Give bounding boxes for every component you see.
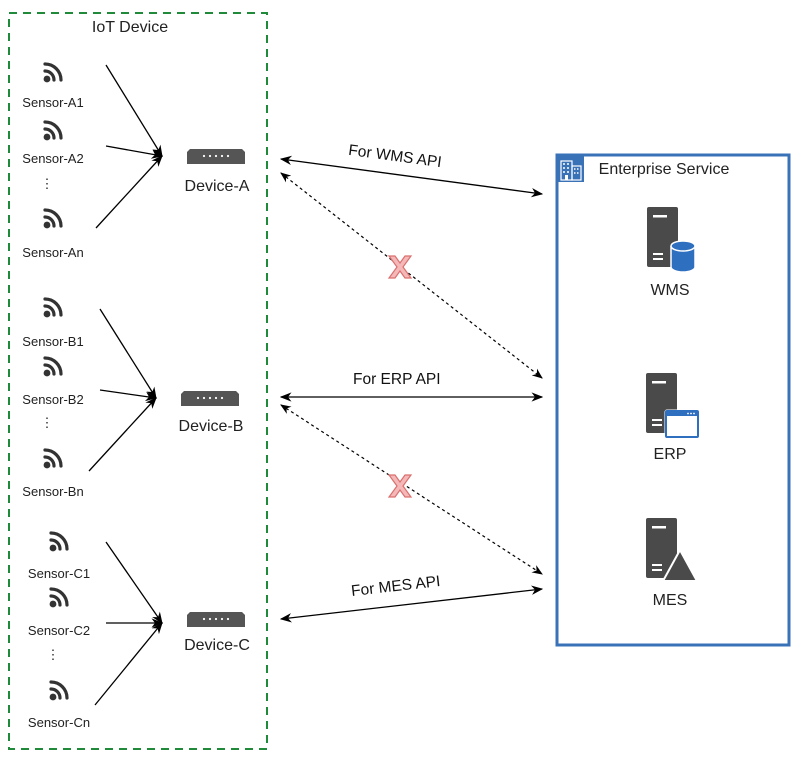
- sensor-to-device-arrow: [95, 155, 163, 229]
- sensor-wifi-icon: [43, 62, 63, 83]
- ellipsis: ⋮: [40, 176, 54, 191]
- iot-group-title: IoT Device: [91, 19, 169, 36]
- sensor-to-device-arrow: [105, 145, 164, 159]
- server-database-icon: [647, 207, 696, 273]
- sensor-label: Sensor-C1: [27, 566, 91, 581]
- enterprise-title: Enterprise Service: [598, 161, 730, 178]
- device-label-b: Device-B: [178, 418, 244, 435]
- sensor-to-device-arrow: [99, 308, 157, 399]
- sensor-to-device-arrow: [94, 622, 163, 706]
- mes-api-connection: [279, 585, 544, 623]
- sensor-label: Sensor-A1: [22, 95, 84, 110]
- ellipsis: ⋮: [46, 647, 60, 662]
- blocked-connection-a-erp: [280, 172, 543, 379]
- sensor-wifi-icon: [49, 680, 69, 701]
- sensor-wifi-icon: [43, 120, 63, 141]
- sensor-wifi-icon: [43, 208, 63, 229]
- erp-api-label: For ERP API: [353, 371, 441, 388]
- sensor-label: Sensor-An: [22, 245, 84, 260]
- device-gateway-icon: [187, 612, 245, 627]
- server-triangle-icon: [646, 518, 698, 582]
- sensor-to-device-arrow: [105, 541, 163, 624]
- sensor-wifi-icon: [43, 356, 63, 377]
- sensor-label: Sensor-B2: [22, 392, 84, 407]
- server-window-icon: [646, 373, 700, 439]
- blocked-x-icon: [387, 474, 413, 498]
- sensor-wifi-icon: [43, 297, 63, 318]
- sensor-to-device-arrow: [105, 64, 163, 157]
- building-icon: [557, 155, 584, 182]
- sensor-wifi-icon: [49, 587, 69, 608]
- device-gateway-icon: [187, 149, 245, 164]
- sensor-label: Sensor-C2: [27, 623, 91, 638]
- sensor-wifi-icon: [49, 531, 69, 552]
- sensor-label: Sensor-Bn: [22, 484, 84, 499]
- sensor-wifi-icon: [43, 448, 63, 469]
- sensor-to-device-arrow: [88, 397, 157, 472]
- device-label-a: Device-A: [184, 178, 250, 195]
- iot-device-group: [8, 12, 268, 750]
- sensor-label: Sensor-Cn: [27, 715, 91, 730]
- service-label-erp: ERP: [653, 446, 687, 463]
- blocked-x-icon: [387, 255, 413, 279]
- sensor-label: Sensor-B1: [22, 334, 84, 349]
- sensor-to-device-arrow: [99, 389, 158, 402]
- enterprise-service-group: [555, 153, 791, 647]
- sensor-label: Sensor-A2: [22, 151, 84, 166]
- service-label-wms: WMS: [650, 282, 690, 299]
- device-label-c: Device-C: [184, 637, 250, 654]
- device-gateway-icon: [181, 391, 239, 406]
- service-label-mes: MES: [652, 592, 688, 609]
- blocked-connection-b-mes: [280, 404, 543, 575]
- ellipsis: ⋮: [40, 415, 54, 430]
